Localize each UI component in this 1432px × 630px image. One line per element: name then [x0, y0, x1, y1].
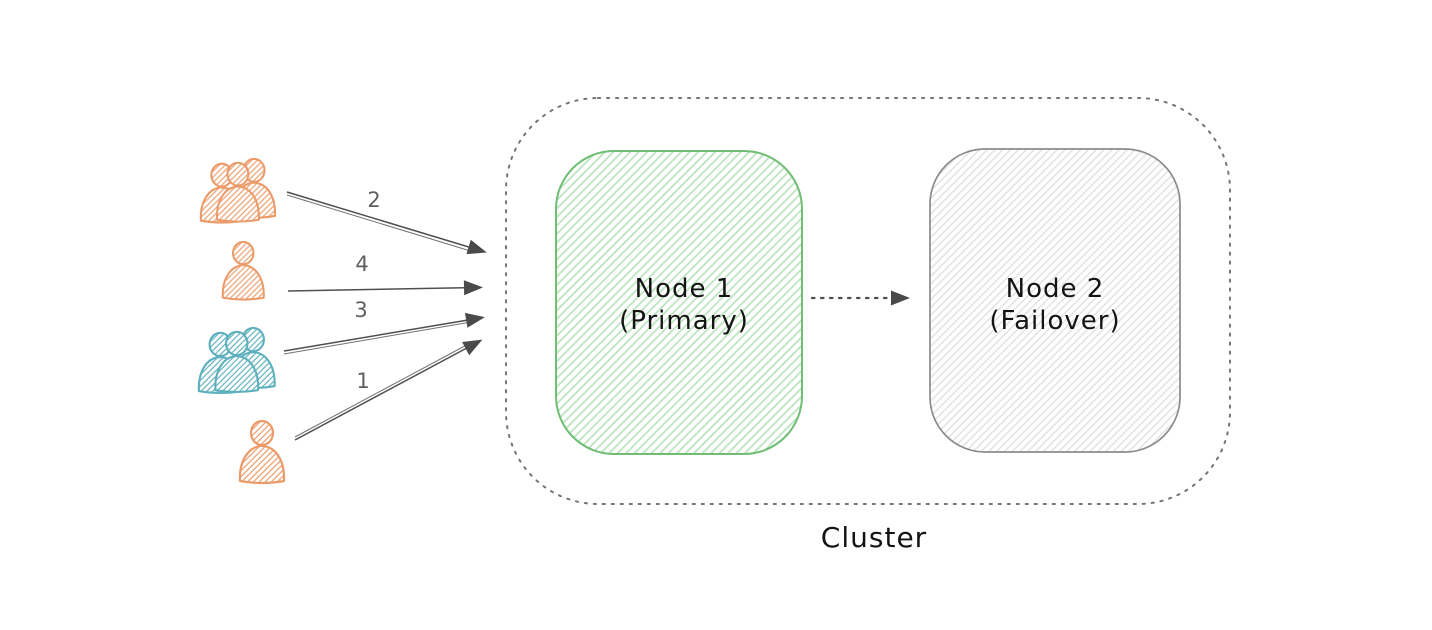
- node-failover: Node 2 (Failover): [929, 148, 1181, 453]
- arrow-label: 1: [356, 369, 369, 393]
- cluster-boundary: [505, 97, 1231, 505]
- client-arrow-3: 3: [283, 298, 485, 355]
- node1-name: Node 1: [635, 274, 734, 304]
- client-arrows: 2 4 3 1: [283, 188, 487, 441]
- cluster-label: Cluster: [821, 521, 927, 554]
- user-icon: [238, 419, 286, 484]
- node1-box: [555, 150, 803, 455]
- client-arrow-2: 2: [286, 188, 487, 255]
- node1-role: (Primary): [619, 306, 749, 336]
- node-primary: Node 1 (Primary): [555, 150, 803, 455]
- arrow-label: 3: [354, 298, 367, 322]
- client-arrow-4: 4: [287, 252, 483, 296]
- arrow-label: 4: [355, 252, 368, 276]
- user-icon: [221, 240, 265, 301]
- client-arrow-1: 1: [294, 339, 483, 441]
- user-group-icon: [197, 326, 276, 394]
- node2-role: (Failover): [989, 306, 1120, 336]
- node2-name: Node 2: [1006, 274, 1105, 304]
- user-group-icon: [199, 157, 276, 224]
- node2-box: [929, 148, 1181, 453]
- arrow-label: 2: [367, 188, 380, 212]
